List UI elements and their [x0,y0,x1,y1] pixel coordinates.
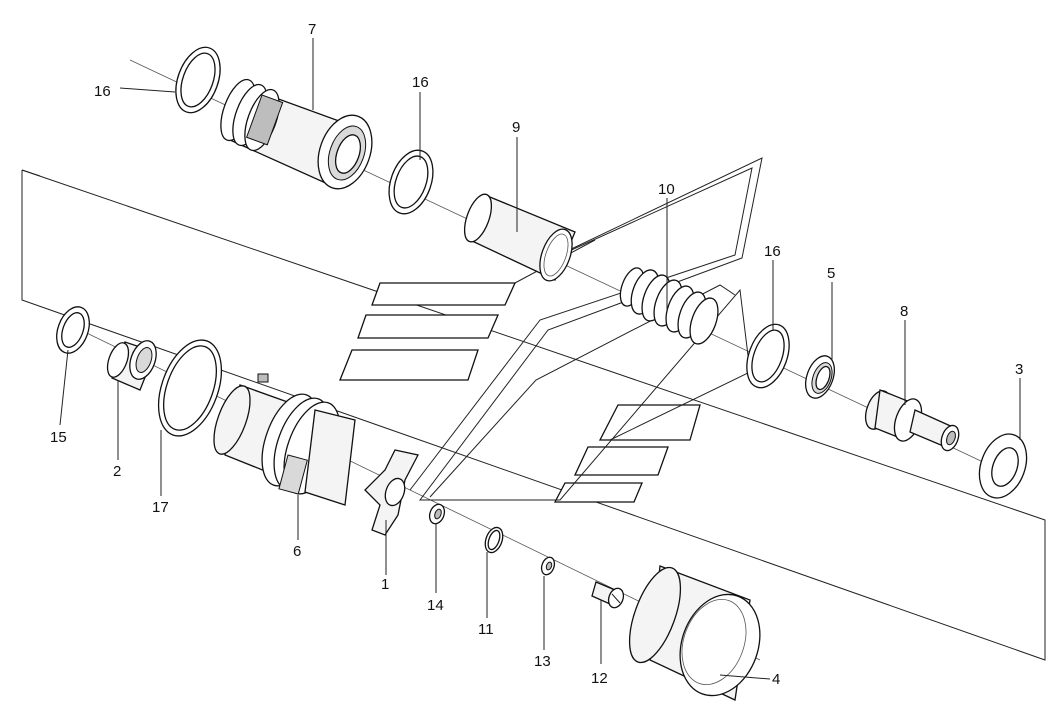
callout-17: 17 [152,499,169,516]
callout-9: 9 [512,119,520,136]
callout-11: 11 [478,621,494,638]
callout-8: 8 [900,303,908,320]
cap-4 [628,565,761,701]
callout-14: 14 [427,597,444,614]
callout-5: 5 [827,265,835,282]
callout-16c: 16 [764,243,781,260]
washer-14 [428,503,446,525]
spring-10 [619,267,719,345]
callout-16b: 16 [412,74,429,91]
housing-6 [213,373,356,506]
o-ring-16b [388,149,434,215]
o-ring-17 [157,339,223,437]
callout-3: 3 [1015,361,1023,378]
direction-symbol [339,157,763,503]
o-ring-16c [746,323,790,389]
sleeve-9 [463,193,576,282]
snap-ring-11 [484,526,504,554]
callout-13: 13 [534,653,551,670]
callout-6: 6 [293,543,301,560]
wing-part-1 [364,449,419,536]
callout-15: 15 [50,429,67,446]
piston-8 [864,389,960,452]
o-ring-16a [175,46,221,114]
callout-2: 2 [113,463,121,480]
callout-16a: 16 [94,83,111,100]
bushing-2 [106,340,157,391]
callout-10: 10 [658,181,675,198]
threaded-body-7 [220,78,373,190]
callout-7: 7 [308,21,316,38]
assembly-outline [21,169,1046,661]
callout-labels: 16 7 16 9 10 16 5 8 3 15 2 17 6 1 14 11 … [50,21,1023,688]
washer-3 [978,433,1028,499]
callout-12: 12 [591,670,608,687]
callout-1: 1 [381,576,389,593]
nut-13 [540,556,556,576]
screw-12 [591,581,625,609]
leader-lines [59,38,1021,680]
callout-4: 4 [772,671,780,688]
ring-5 [805,355,835,399]
ring-15 [56,306,90,354]
